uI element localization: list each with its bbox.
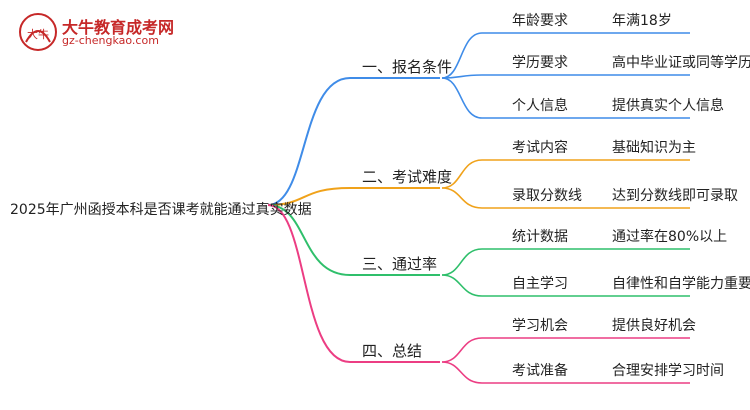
leaf-value-2-2: 达到分数线即可录取 (612, 188, 738, 204)
leaf-key-4-2: 考试准备 (512, 362, 568, 379)
leaf-key-2-2: 录取分数线 (512, 188, 582, 204)
leaf-link-4-2 (441, 361, 690, 384)
leaf-link-3-1 (441, 248, 690, 276)
leaf-key-1-2: 学历要求 (512, 55, 568, 71)
leaf-link-2-1 (441, 159, 690, 189)
root-node-label: 2025年广州函授本科是否课考就能通过真实数据 (10, 202, 312, 218)
branch-link-1 (267, 77, 440, 206)
leaf-link-1-3 (441, 77, 690, 119)
leaf-key-3-2: 自主学习 (512, 276, 568, 292)
leaf-link-1-2 (441, 74, 690, 79)
leaf-link-1-1 (441, 32, 690, 79)
leaf-value-3-2: 自律性和自学能力重要 (612, 276, 750, 292)
branch-label-1: 一、报名条件 (362, 58, 452, 76)
leaf-value-1-2: 高中毕业证或同等学历 (612, 54, 750, 71)
branch-link-4 (267, 204, 440, 363)
leaf-key-4-1: 学习机会 (512, 318, 568, 334)
branch-link-2 (267, 187, 440, 206)
branch-label-2: 二、考试难度 (362, 168, 452, 186)
branch-link-3 (267, 204, 440, 276)
leaf-key-2-1: 考试内容 (512, 139, 568, 156)
site-logo[interactable]: 大牛 大牛教育成考网 gz-chengkao.com (18, 12, 188, 52)
leaf-link-3-2 (441, 274, 690, 297)
leaf-value-4-1: 提供良好机会 (612, 318, 696, 334)
branch-label-4: 四、总结 (362, 342, 422, 360)
leaf-value-1-1: 年满18岁 (612, 13, 672, 29)
mindmap-labels: 2025年广州函授本科是否课考就能通过真实数据 一、报名条件 年龄要求 年满18岁学… (10, 13, 750, 379)
leaf-key-1-1: 年龄要求 (512, 13, 568, 29)
leaf-value-2-1: 基础知识为主 (612, 139, 696, 156)
leaf-value-1-3: 提供真实个人信息 (612, 97, 724, 114)
mindmap-links (267, 32, 690, 384)
leaf-link-4-1 (441, 337, 690, 363)
leaf-value-4-2: 合理安排学习时间 (612, 363, 724, 379)
leaf-link-2-2 (441, 187, 690, 209)
logo-title: 大牛教育成考网 (62, 18, 175, 37)
leaf-key-1-3: 个人信息 (512, 97, 568, 114)
logo-url: gz-chengkao.com (62, 34, 159, 47)
leaf-value-3-1: 通过率在80%以上 (612, 228, 727, 245)
branch-label-3: 三、通过率 (362, 255, 437, 273)
leaf-key-3-1: 统计数据 (512, 229, 568, 245)
logo-badge-icon: 大牛 (19, 13, 57, 51)
logo-badge-text: 大牛 (27, 27, 49, 41)
